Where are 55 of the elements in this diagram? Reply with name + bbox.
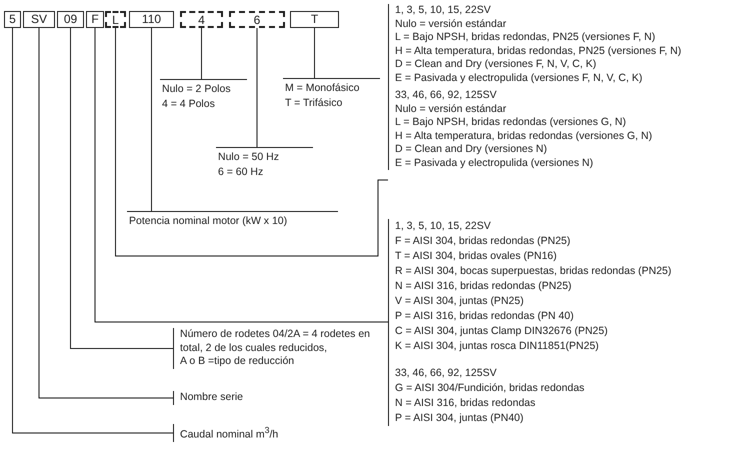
option-text: P = AISI 304, juntas (PN40) bbox=[395, 411, 525, 426]
code-box: 5 bbox=[4, 11, 21, 28]
option-text: N = AISI 316, bridas redondas (PN25) bbox=[395, 279, 573, 294]
option-text: L = Bajo NPSH, bridas redondas, PN25 (versiones F, N) bbox=[395, 31, 656, 44]
description-text: A o B =tipo de reducción bbox=[180, 355, 296, 368]
option-text: 1, 3, 5, 10, 15, 22SV bbox=[395, 4, 492, 18]
code-box: 09 bbox=[57, 11, 84, 28]
option-text: Nulo = versión estándar bbox=[395, 102, 508, 116]
leader-line bbox=[256, 28, 258, 148]
leader-line bbox=[115, 28, 388, 256]
option-text: 33, 46, 66, 92, 125SV bbox=[395, 366, 498, 381]
code-box: 6 bbox=[229, 11, 285, 28]
option-text: H = Alta temperatura, bridas redondas (versiones G, N) bbox=[395, 130, 654, 143]
leader-line bbox=[12, 28, 174, 434]
option-text: R = AISI 304, bocas superpuestas, bridas redondas (PN25) bbox=[395, 264, 672, 279]
code-box: T bbox=[290, 11, 339, 28]
code-box: SV bbox=[23, 11, 55, 28]
option-text: 4 = 4 Polos bbox=[162, 97, 216, 112]
leader-line bbox=[94, 28, 388, 322]
option-text: Nulo = 50 Hz bbox=[218, 150, 280, 165]
code-box: 4 bbox=[180, 11, 223, 28]
option-text: D = Clean and Dry (versiones N) bbox=[395, 143, 548, 156]
option-text: Nulo = 2 Polos bbox=[162, 82, 232, 97]
code-box: L bbox=[105, 11, 126, 28]
leader-line bbox=[314, 28, 315, 78]
option-text: 33, 46, 66, 92, 125SV bbox=[395, 89, 498, 102]
description-text: Nombre serie bbox=[180, 391, 244, 404]
option-text: T = Trifásico bbox=[285, 96, 344, 111]
underlined-text-group bbox=[127, 211, 338, 229]
option-text: C = AISI 304, juntas Clamp DIN32676 (PN25) bbox=[395, 324, 609, 339]
code-box: F bbox=[86, 11, 104, 28]
option-text: N = AISI 316, bridas redondas bbox=[395, 396, 536, 411]
option-text: G = AISI 304/Fundición, bridas redondas bbox=[395, 381, 586, 396]
option-text: 6 = 60 Hz bbox=[218, 165, 264, 180]
description-text: Caudal nominal m$^{3}$/h bbox=[180, 424, 280, 442]
option-text: D = Clean and Dry (versiones F, N, V, C, K) bbox=[395, 58, 598, 72]
leader-line bbox=[201, 28, 202, 80]
option-text: L = Bajo NPSH, bridas redondas (versiones G, N) bbox=[395, 116, 628, 130]
option-text: H = Alta temperatura, bridas redondas, PN25 (versiones F, N) bbox=[395, 44, 682, 58]
option-text: F = AISI 304, bridas redondas (PN25) bbox=[395, 234, 572, 249]
description-text: Potencia nominal motor (kW x 10) bbox=[129, 214, 288, 229]
option-text: Nulo = versión estándar bbox=[395, 18, 508, 31]
description-text: Número de rodetes 04/2A = 4 rodetes en total, 2 de los cuales reducidos, bbox=[180, 328, 371, 355]
leader-line bbox=[151, 28, 152, 212]
code-box: 110 bbox=[129, 11, 174, 28]
option-text: E = Pasivada y electropulida (versiones N) bbox=[395, 156, 594, 170]
option-text: V = AISI 304, juntas (PN25) bbox=[395, 294, 525, 309]
option-text: E = Pasivada y electropulida (versiones F, N, V, C, K) bbox=[395, 72, 644, 85]
leader-line bbox=[70, 28, 174, 349]
option-text: P = AISI 316, bridas redondas (PN 40) bbox=[395, 309, 575, 324]
leader-line bbox=[38, 28, 174, 398]
option-text: K = AISI 304, juntas rosca DIN11851(PN25) bbox=[395, 339, 600, 354]
option-text: T = AISI 304, bridas ovales (PN16) bbox=[395, 249, 558, 264]
option-text: 1, 3, 5, 10, 15, 22SV bbox=[395, 219, 492, 234]
option-text: M = Monofásico bbox=[285, 81, 360, 96]
